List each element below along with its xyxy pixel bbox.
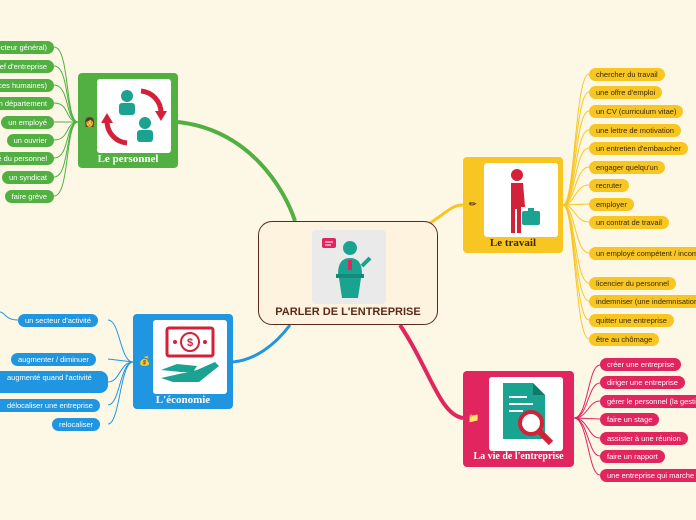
leaf-travail-13[interactable]: quitter une entreprise xyxy=(589,314,674,327)
leaf-travail-1[interactable]: chercher du travail xyxy=(589,68,665,81)
branch-travail-title: Le travail xyxy=(489,237,537,249)
branch-personnel[interactable]: 👩 Le personnel xyxy=(78,73,178,168)
leaf-vie-7[interactable]: une entreprise qui marche bien xyxy=(600,469,696,482)
leaf-vie-2[interactable]: diriger une entreprise xyxy=(600,376,685,389)
leaf-travail-6[interactable]: engager quelqu'un xyxy=(589,161,665,174)
document-search-icon xyxy=(489,377,563,451)
leaf-personnel-3[interactable]: ressources humaines) xyxy=(0,79,54,92)
branch-marker-icon: ✏ xyxy=(469,199,477,209)
leaf-travail-11[interactable]: licencier du personnel xyxy=(589,277,676,290)
leaf-personnel-5[interactable]: un employé xyxy=(1,116,54,129)
leaf-personnel-7[interactable]: délégué du personnel xyxy=(0,152,54,165)
leaf-economie-3[interactable]: augmenté quand l'activité xyxy=(0,371,108,393)
branch-economie[interactable]: $ 💰 L'économie xyxy=(133,314,233,409)
leaf-vie-6[interactable]: faire un rapport xyxy=(600,450,665,463)
central-topic[interactable]: PARLER DE L'ENTREPRISE xyxy=(258,221,438,325)
leaf-economie-1[interactable]: un secteur d'activité xyxy=(18,314,99,327)
leaf-travail-14[interactable]: être au chômage xyxy=(589,333,660,346)
leaf-vie-5[interactable]: assister à une réunion xyxy=(600,432,688,445)
branch-marker-icon: 💰 xyxy=(139,356,151,366)
branch-vie-entreprise[interactable]: 📁 La vie de l'entreprise xyxy=(463,371,574,467)
leaf-travail-8[interactable]: employer xyxy=(589,198,634,211)
leaf-personnel-6[interactable]: un ouvrier xyxy=(6,134,54,147)
branch-economie-title: L'économie xyxy=(155,394,211,406)
worker-briefcase-icon xyxy=(484,163,558,237)
branch-travail[interactable]: ✏ Le travail xyxy=(463,157,563,253)
leaf-economie-5[interactable]: relocaliser xyxy=(52,418,101,431)
svg-text:$: $ xyxy=(187,337,193,349)
leaf-personnel-4[interactable]: un département xyxy=(0,97,54,110)
leaf-travail-10[interactable]: un employé compétent / incompétent xyxy=(589,247,696,260)
leaf-travail-12[interactable]: indemniser (une indemnisation) xyxy=(589,295,696,308)
speaker-illustration xyxy=(312,230,386,304)
leaf-travail-4[interactable]: une lettre de motivation xyxy=(589,124,681,137)
leaf-personnel-2[interactable]: chef d'entreprise xyxy=(0,60,54,73)
leaf-travail-3[interactable]: un CV (curriculum vitae) xyxy=(589,105,684,118)
leaf-personnel-1[interactable]: directeur général) xyxy=(0,41,54,54)
leaf-economie-4[interactable]: délocaliser une entreprise xyxy=(0,399,100,412)
leaf-personnel-8[interactable]: un syndicat xyxy=(2,171,54,184)
central-topic-title: PARLER DE L'ENTREPRISE xyxy=(275,306,421,318)
branch-marker-icon: 👩 xyxy=(84,117,96,127)
people-cycle-icon xyxy=(97,79,171,153)
leaf-travail-2[interactable]: une offre d'emploi xyxy=(589,86,663,99)
branch-personnel-title: Le personnel xyxy=(97,153,159,165)
branch-marker-icon: 📁 xyxy=(468,413,480,423)
leaf-economie-2[interactable]: augmenter / diminuer xyxy=(11,353,96,366)
leaf-travail-5[interactable]: un entretien d'embaucher xyxy=(589,142,688,155)
money-hand-icon: $ xyxy=(153,320,227,394)
leaf-vie-4[interactable]: faire un stage xyxy=(600,413,660,426)
leaf-personnel-9[interactable]: faire grève xyxy=(4,190,54,203)
branch-vie-entreprise-title: La vie de l'entreprise xyxy=(473,451,564,462)
leaf-vie-3[interactable]: gérer le personnel (la gestion) xyxy=(600,395,696,408)
leaf-vie-1[interactable]: créer une entreprise xyxy=(600,358,682,371)
leaf-travail-9[interactable]: un contrat de travail xyxy=(589,216,669,229)
leaf-travail-7[interactable]: recruter xyxy=(589,179,629,192)
